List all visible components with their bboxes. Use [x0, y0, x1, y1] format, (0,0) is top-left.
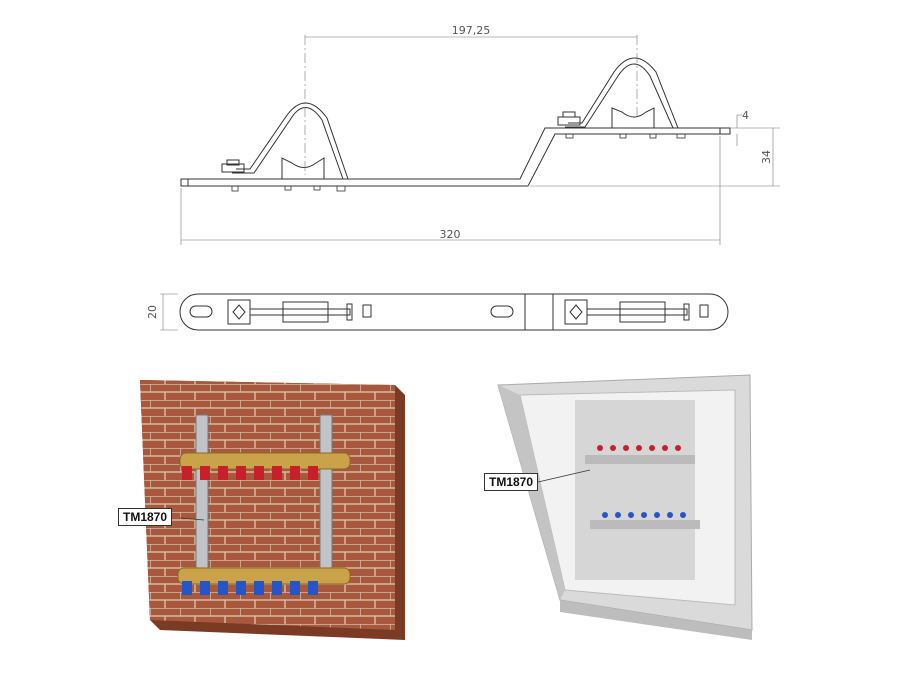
dimension-width: 20 — [146, 305, 159, 319]
dimension-center-distance: 197,25 — [452, 24, 491, 37]
dimension-height-offset: 34 — [760, 150, 773, 164]
wall-mount-product-label: TM1870 — [118, 508, 173, 526]
cabinet-mount-illustration — [497, 374, 753, 640]
dimension-total-length: 320 — [440, 228, 461, 241]
side-view — [180, 57, 731, 192]
top-view — [179, 293, 729, 331]
wall-mount-illustration — [140, 380, 405, 640]
dimension-thickness: 4 — [742, 109, 749, 122]
cabinet-mount-product-label: TM1870 — [484, 473, 539, 491]
dimension-lines — [160, 35, 780, 331]
